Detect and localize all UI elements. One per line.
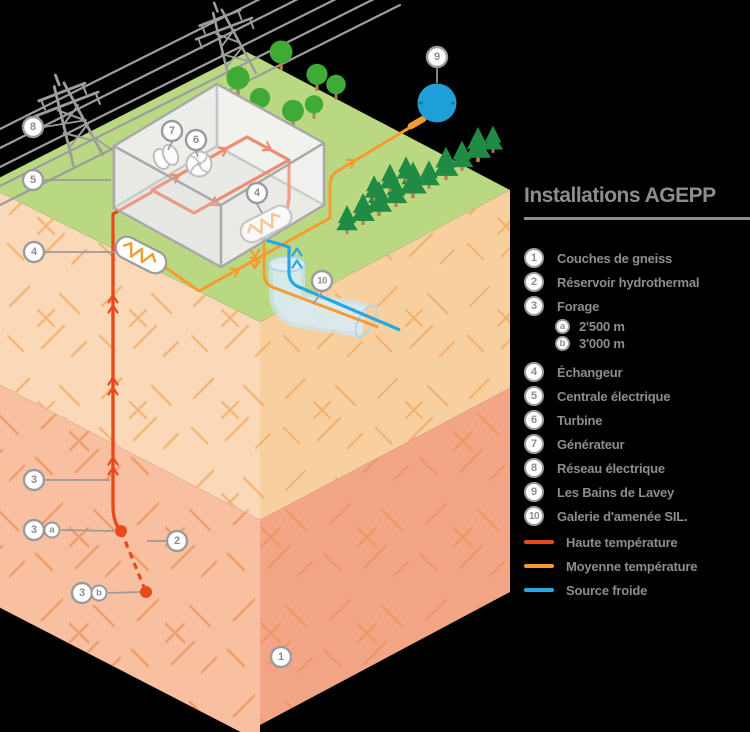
callout-3b-num: 3 [70, 581, 94, 605]
mid-temp-label: Moyenne température [566, 558, 698, 574]
legend-badge-7: 7 [524, 434, 544, 454]
legend-badge-8: 8 [524, 458, 544, 478]
legend-badge-6: 6 [524, 410, 544, 430]
legend-label-8: Réseau électrique [557, 460, 665, 476]
legend-badge-5: 5 [524, 386, 544, 406]
legend-label-6: Turbine [557, 412, 603, 428]
lavey-baths-icon [417, 83, 457, 123]
legend-label-3b: 3'000 m [579, 336, 625, 351]
cold-water-swatch [524, 587, 554, 593]
generator-icon [152, 143, 180, 171]
legend-label-2: Réservoir hydrothermal [557, 274, 700, 290]
svg-text:6: 6 [193, 134, 199, 146]
callout-1: 1 [269, 645, 293, 669]
svg-text:5: 5 [30, 174, 36, 186]
legend-item-4: 4 Échangeur [524, 360, 750, 384]
legend-label-3a: 2'500 m [579, 319, 625, 334]
legend-item-7: 7 Générateur [524, 432, 750, 456]
svg-text:4: 4 [31, 246, 38, 258]
page-title: Installations AGEPP [524, 184, 716, 207]
color-key-cold: Source froide [524, 578, 750, 602]
legend-item-3b: b 3'000 m [524, 335, 750, 352]
svg-text:1: 1 [278, 651, 284, 663]
svg-text:8: 8 [30, 121, 36, 133]
legend-badge-10: 10 [524, 506, 544, 526]
legend-badge-3a: a [555, 319, 570, 334]
svg-text:3: 3 [31, 474, 37, 486]
legend-badge-9: 9 [524, 482, 544, 502]
callout-5: 5 [21, 168, 45, 192]
pylon-icon [194, 1, 258, 85]
callout-10: 10 [310, 269, 334, 293]
legend-item-9: 9 Les Bains de Lavey [524, 480, 750, 504]
callout-9: 9 [425, 45, 449, 69]
building-roof [112, 82, 326, 207]
legend-item-6: 6 Turbine [524, 408, 750, 432]
color-key-mid-temp: Moyenne température [524, 554, 750, 578]
callout-4-left: 4 [22, 240, 46, 264]
legend-badge-3: 3 [524, 296, 544, 316]
legend-label-5: Centrale électrique [557, 388, 671, 404]
legend-label-3: Forage [557, 298, 600, 314]
svg-text:9: 9 [434, 51, 440, 63]
high-temp-label: Haute température [566, 534, 678, 550]
svg-text:10: 10 [317, 276, 327, 287]
callout-3: 3 [22, 468, 46, 492]
high-temp-swatch [524, 539, 554, 545]
svg-text:a: a [49, 525, 55, 536]
color-key-high-temp: Haute température [524, 530, 750, 554]
hatch-overlay [260, 388, 510, 725]
callout-7: 7 [160, 119, 184, 143]
svg-text:3: 3 [31, 524, 37, 536]
legend-item-3a: a 2'500 m [524, 318, 750, 335]
svg-text:b: b [96, 588, 102, 599]
svg-text:7: 7 [169, 125, 175, 137]
title-rule [524, 217, 750, 220]
legend-badge-2: 2 [524, 272, 544, 292]
legend-badge-1: 1 [524, 248, 544, 268]
turbine-icon [185, 150, 213, 178]
building-glass-walls [112, 82, 326, 269]
hatch-overlay [0, 192, 260, 520]
callout-4-right: 4 [245, 181, 269, 205]
legend-label-9: Les Bains de Lavey [557, 484, 675, 500]
svg-text:4: 4 [254, 187, 261, 199]
svg-text:2: 2 [174, 535, 180, 547]
callout-3b-letter: b [90, 584, 108, 602]
legend-item-1: 1 Couches de gneiss [524, 246, 750, 270]
svg-text:3: 3 [79, 587, 85, 599]
legend-item-2: 2 Réservoir hydrothermal [524, 270, 750, 294]
callout-6: 6 [184, 128, 208, 152]
legend-label-1: Couches de gneiss [557, 250, 673, 266]
hatch-overlay [260, 190, 510, 520]
legend-item-3: 3 Forage [524, 294, 750, 318]
legend-item-5: 5 Centrale électrique [524, 384, 750, 408]
borehole-point-a [115, 525, 127, 537]
legend-panel: Installations AGEPP 1 Couches de gneiss … [524, 184, 750, 602]
color-key: Haute température Moyenne température So… [524, 530, 750, 602]
callout-3a-num: 3 [22, 518, 46, 542]
callout-leaders [43, 68, 438, 594]
hatch-overlay [0, 384, 260, 732]
cold-water-pipe [251, 234, 401, 332]
legend-items: 1 Couches de gneiss 2 Réservoir hydrothe… [524, 246, 750, 528]
legend-label-10: Galerie d'amenée SIL. [557, 508, 688, 524]
legend-item-8: 8 Réseau électrique [524, 456, 750, 480]
borehole-point-b [140, 586, 152, 598]
callout-2: 2 [165, 529, 189, 553]
cold-water-label: Source froide [566, 582, 648, 598]
legend-badge-4: 4 [524, 362, 544, 382]
legend-label-7: Générateur [557, 436, 625, 452]
callout-8: 8 [21, 115, 45, 139]
legend-label-4: Échangeur [557, 364, 623, 380]
legend-badge-3b: b [555, 336, 570, 351]
legend-item-10: 10 Galerie d'amenée SIL. [524, 504, 750, 528]
mid-temp-pipes [164, 115, 427, 329]
mid-temp-swatch [524, 563, 554, 569]
callout-3a-letter: a [43, 521, 61, 539]
